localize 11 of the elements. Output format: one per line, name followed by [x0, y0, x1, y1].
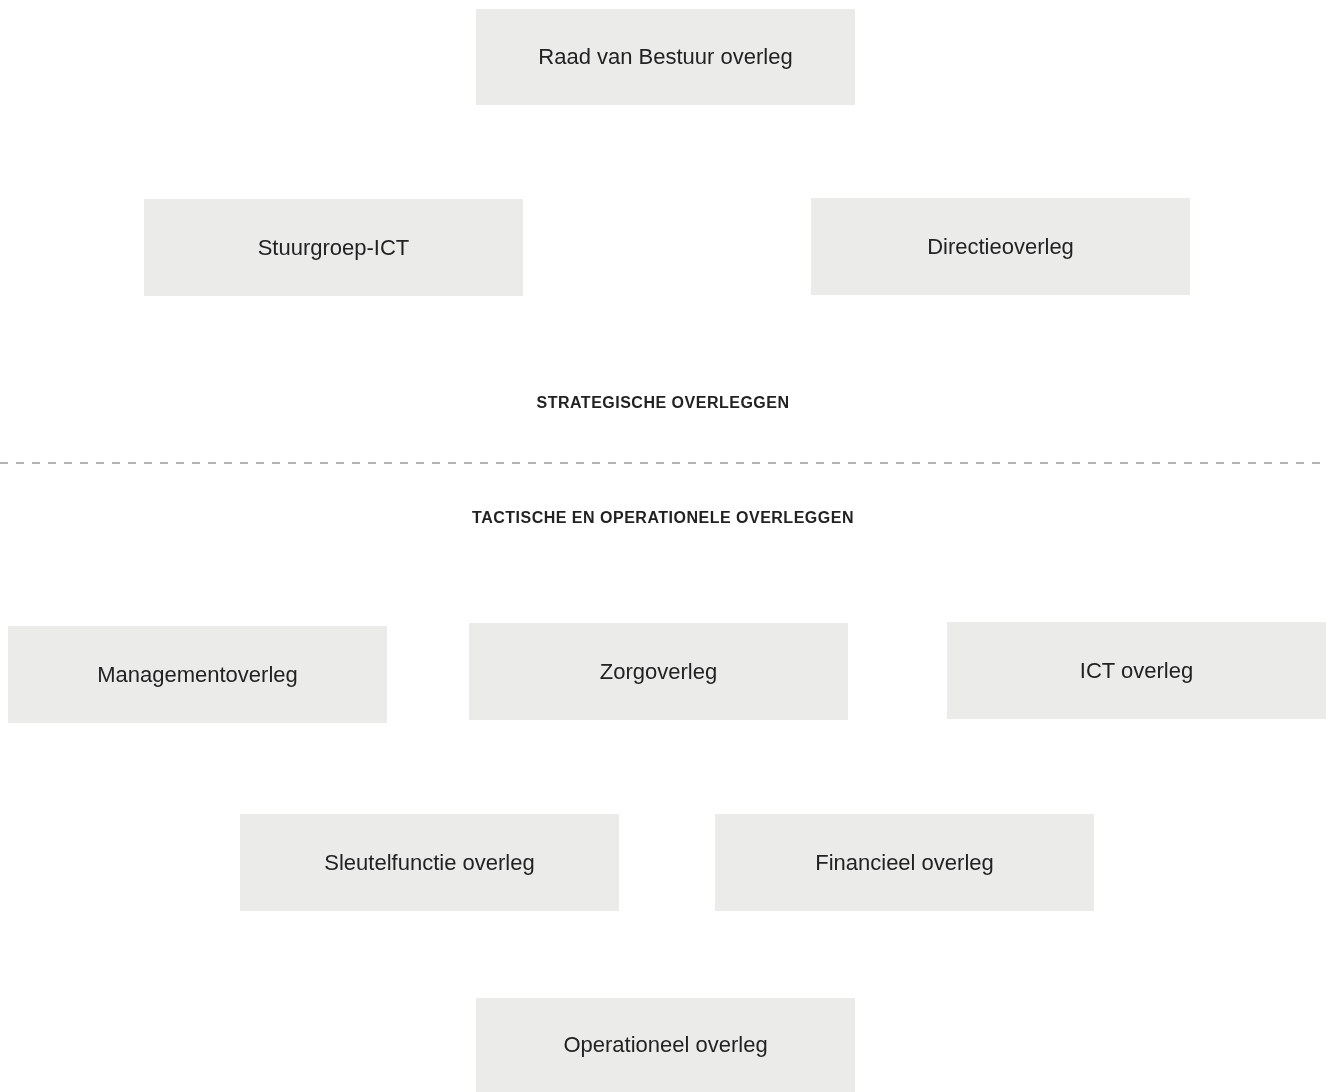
section-heading: STRATEGISCHE OVERLEGGEN: [536, 394, 790, 412]
box-label: Operationeel overleg: [563, 1032, 768, 1058]
box-label: Financieel overleg: [815, 849, 994, 876]
box-label: ICT overleg: [1079, 657, 1194, 684]
box-label: Directieoverleg: [927, 233, 1074, 260]
section-heading: TACTISCHE EN OPERATIONELE OVERLEGGEN: [472, 509, 854, 527]
box-label: Sleutelfunctie overleg: [324, 849, 535, 876]
box-label: Zorgoverleg: [599, 658, 718, 685]
box-label: Stuurgroep-ICT: [257, 234, 410, 261]
box-label: Managementoverleg: [97, 661, 298, 688]
box-label: Raad van Bestuur overleg: [538, 44, 793, 70]
